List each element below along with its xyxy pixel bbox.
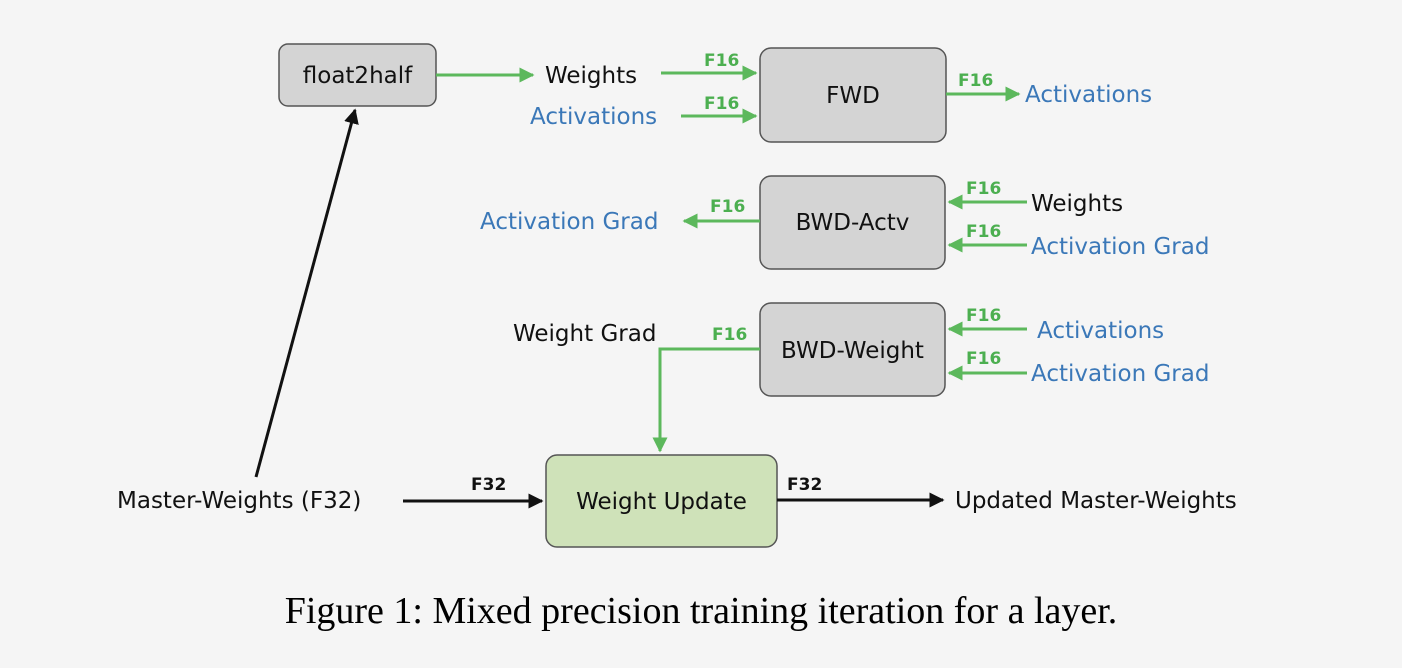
- figure-caption: Figure 1: Mixed precision training itera…: [285, 590, 1118, 632]
- weight-grad-label: Weight Grad: [513, 321, 656, 347]
- f16-tag-activations-fwd: F16: [704, 94, 739, 114]
- f16-tag-weights-bwd: F16: [966, 179, 1001, 199]
- f16-tag-activation-grad-bwd: F16: [966, 222, 1001, 242]
- activation-grad-bwdw-label: Activation Grad: [1031, 361, 1209, 387]
- bwd-weight-label: BWD-Weight: [781, 338, 924, 364]
- updated-master-weights-label: Updated Master-Weights: [955, 488, 1237, 514]
- bwd-actv-label: BWD-Actv: [796, 210, 910, 236]
- master-weights-label: Master-Weights (F32): [117, 488, 361, 514]
- bwd-weight-box: BWD-Weight: [759, 302, 946, 397]
- float2half-box: float2half: [278, 43, 437, 107]
- fwd-box: FWD: [759, 47, 947, 143]
- activation-grad-bwd-label: Activation Grad: [1031, 234, 1209, 260]
- f16-tag-fwd-out: F16: [958, 71, 993, 91]
- fwd-label: FWD: [826, 83, 880, 109]
- f16-tag-activation-grad-bwdw: F16: [966, 349, 1001, 369]
- activations-bwdw-label: Activations: [1037, 318, 1164, 344]
- weights-bwd-label: Weights: [1031, 191, 1123, 217]
- weight-update-label: Weight Update: [576, 489, 747, 515]
- f16-tag-weights-fwd: F16: [704, 51, 739, 71]
- weight-update-box: Weight Update: [545, 454, 778, 548]
- activations-fwd-out-label: Activations: [1025, 82, 1152, 108]
- bwd-actv-box: BWD-Actv: [759, 175, 946, 270]
- f16-tag-bwd-actv-out: F16: [710, 197, 745, 217]
- f32-tag-master-in: F32: [471, 475, 506, 495]
- master-to-float2half-arrow: [254, 108, 359, 478]
- f16-tag-activations-bwdw: F16: [966, 306, 1001, 326]
- weight-grad-to-update-arrow: [652, 347, 760, 453]
- activations-fwd-in-label: Activations: [530, 104, 657, 130]
- f16-tag-weight-grad: F16: [712, 325, 747, 345]
- activation-grad-out-label: Activation Grad: [480, 209, 658, 235]
- float2half-label: float2half: [303, 63, 413, 89]
- f32-tag-update-out: F32: [787, 475, 822, 495]
- weights-fwd-label: Weights: [545, 63, 637, 89]
